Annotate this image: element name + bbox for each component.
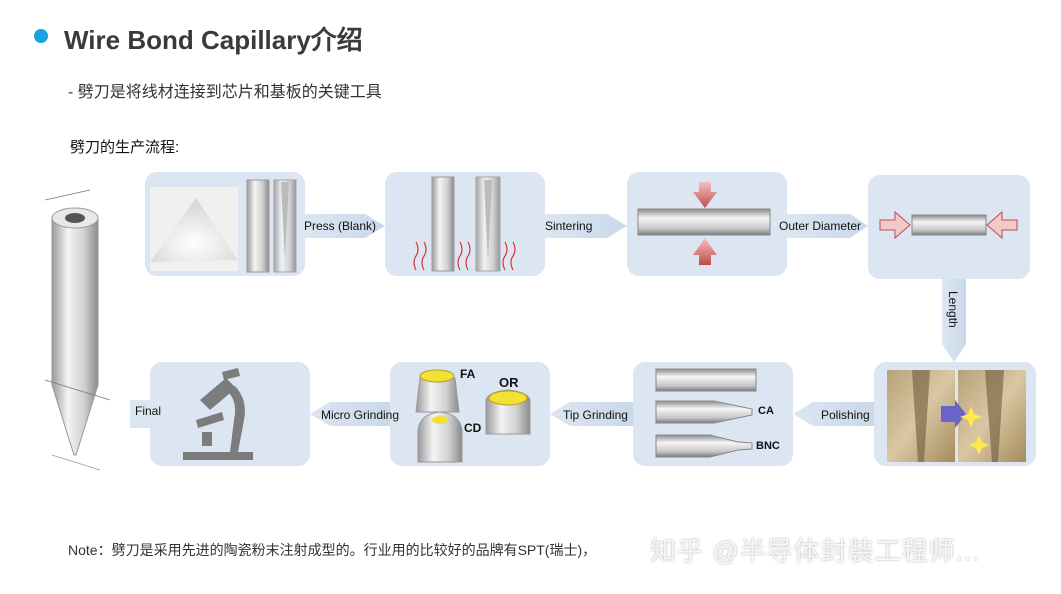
- microscope-icon: [183, 368, 253, 460]
- step-box-sintering: [385, 172, 545, 276]
- page-title: Wire Bond Capillary介绍: [64, 25, 363, 55]
- sintering-cylinders-icon: [431, 176, 501, 272]
- step-label-press: Press (Blank): [304, 219, 377, 233]
- micro-grinding-icon: [415, 369, 531, 463]
- step-label-length: Length: [946, 291, 960, 328]
- section-label: 劈刀的生产流程:: [70, 139, 180, 156]
- step-label-polishing: Polishing: [821, 408, 870, 422]
- arrow-sintering: [545, 214, 627, 238]
- polishing-photo: [887, 370, 1026, 462]
- step-box-final: [150, 362, 310, 466]
- label-bnc: BNC: [756, 440, 780, 452]
- step-label-sintering: Sintering: [545, 219, 593, 233]
- heat-icon: [413, 241, 516, 271]
- outer-diameter-icon: [637, 182, 771, 265]
- label-ca: CA: [758, 405, 774, 417]
- step-label-tip-grinding: Tip Grinding: [563, 408, 628, 422]
- arrow-outer-diameter: [787, 214, 868, 238]
- blank-cylinders-icon: [246, 179, 297, 273]
- footnote: Note：劈刀是采用先进的陶瓷粉末注射成型的。行业用的比较好的品牌有SPT(瑞士…: [68, 542, 597, 558]
- label-cd: CD: [464, 421, 482, 435]
- step-label-micro-grinding: Micro Grinding: [321, 408, 400, 422]
- length-icon: [879, 210, 1018, 240]
- capillary-illustration: [44, 189, 111, 471]
- arrow-micro-grinding: [310, 402, 390, 426]
- page-subtitle: - 劈刀是将线材连接到芯片和基板的关键工具: [68, 84, 382, 101]
- tip-grinding-icon: [655, 368, 757, 458]
- label-fa: FA: [460, 367, 476, 381]
- step-label-outer-diameter: Outer Diameter: [779, 219, 862, 233]
- arrow-press: [305, 214, 385, 238]
- powder-image: [150, 187, 238, 271]
- title-bullet: [34, 29, 48, 43]
- arrow-tip-grinding: [550, 402, 633, 426]
- arrow-polishing: [793, 402, 874, 426]
- label-or: OR: [499, 375, 519, 390]
- watermark: 知乎 @半导体封装工程师...: [650, 536, 981, 566]
- arrow-final: [130, 400, 150, 428]
- step-label-final: Final: [135, 404, 162, 418]
- arrow-length: [942, 279, 966, 362]
